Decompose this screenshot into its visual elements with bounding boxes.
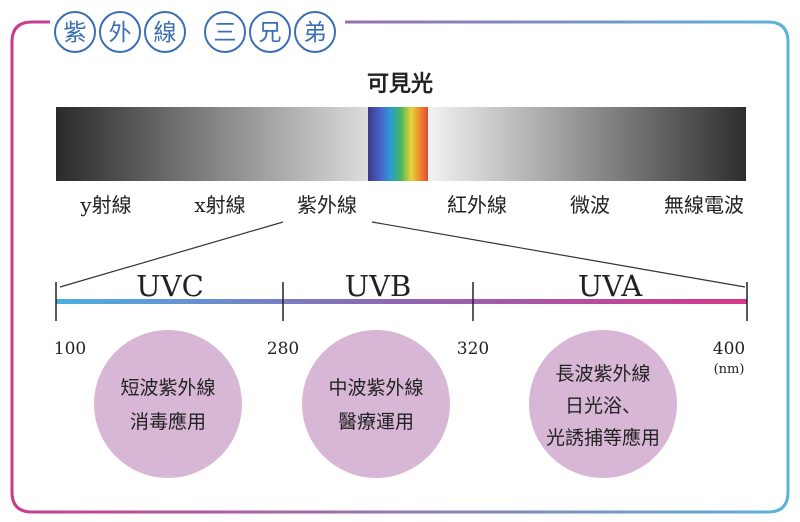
uva-line-2: 日光浴、 — [565, 395, 641, 417]
label-radio-wave: 無線電波 — [664, 193, 744, 217]
tick-label-100: 100 — [54, 339, 86, 359]
frame-border — [10, 20, 790, 514]
title-char-1: 紫 — [54, 11, 96, 53]
svg-text:三: 三 — [214, 20, 237, 46]
title-char-4: 三 — [204, 11, 246, 53]
tick-label-280: 280 — [267, 339, 299, 359]
band-uva: UVA — [578, 269, 643, 303]
spectrum-long-wave-segment — [428, 107, 746, 181]
uvb-line-1: 中波紫外線 — [328, 377, 423, 399]
uv-scale: UVC UVB UVA 100 280 320 400 (nm) — [54, 269, 748, 377]
band-uvc: UVC — [136, 269, 204, 303]
unit-label: (nm) — [714, 362, 745, 377]
svg-text:紫: 紫 — [64, 20, 87, 46]
band-uvb: UVB — [345, 269, 412, 303]
title: 紫 外 線 三 兄 弟 — [54, 11, 336, 53]
uvb-line-2: 醫療運用 — [338, 411, 414, 433]
spectrum-bar — [56, 107, 746, 181]
svg-text:弟: 弟 — [304, 20, 327, 46]
uv-scale-bar — [56, 299, 747, 304]
tick-label-320: 320 — [457, 339, 489, 359]
visible-light-label: 可見光 — [367, 71, 433, 97]
connector-line-right — [371, 221, 746, 288]
title-char-2: 外 — [99, 11, 141, 53]
label-microwave: 微波 — [570, 193, 610, 217]
spectrum-short-wave-segment — [56, 107, 368, 181]
label-ultraviolet: 紫外線 — [297, 193, 357, 217]
title-char-6: 弟 — [294, 11, 336, 53]
uvc-circle: 短波紫外線 消毒應用 — [94, 330, 242, 478]
tick-label-400: 400 — [713, 339, 745, 359]
uva-line-3: 光誘捕等應用 — [546, 426, 660, 449]
title-char-3: 線 — [144, 11, 186, 53]
svg-text:兄: 兄 — [259, 20, 282, 46]
uva-line-1: 長波紫外線 — [555, 363, 650, 385]
label-x-ray: x射線 — [194, 193, 245, 217]
uvc-line-1: 短波紫外線 — [120, 377, 215, 399]
svg-text:外: 外 — [109, 20, 132, 46]
connector-line-left — [59, 221, 284, 288]
label-infrared: 紅外線 — [447, 193, 507, 217]
uva-circle: 長波紫外線 日光浴、 光誘捕等應用 — [529, 330, 677, 478]
uvc-line-2: 消毒應用 — [130, 410, 206, 433]
spectrum-labels: y射線 x射線 紫外線 紅外線 微波 無線電波 — [79, 193, 744, 217]
svg-text:線: 線 — [154, 20, 177, 46]
label-gamma-ray: y射線 — [79, 193, 131, 217]
uvb-circle: 中波紫外線 醫療運用 — [302, 330, 450, 478]
spectrum-visible-segment — [368, 107, 428, 181]
title-char-5: 兄 — [249, 11, 291, 53]
